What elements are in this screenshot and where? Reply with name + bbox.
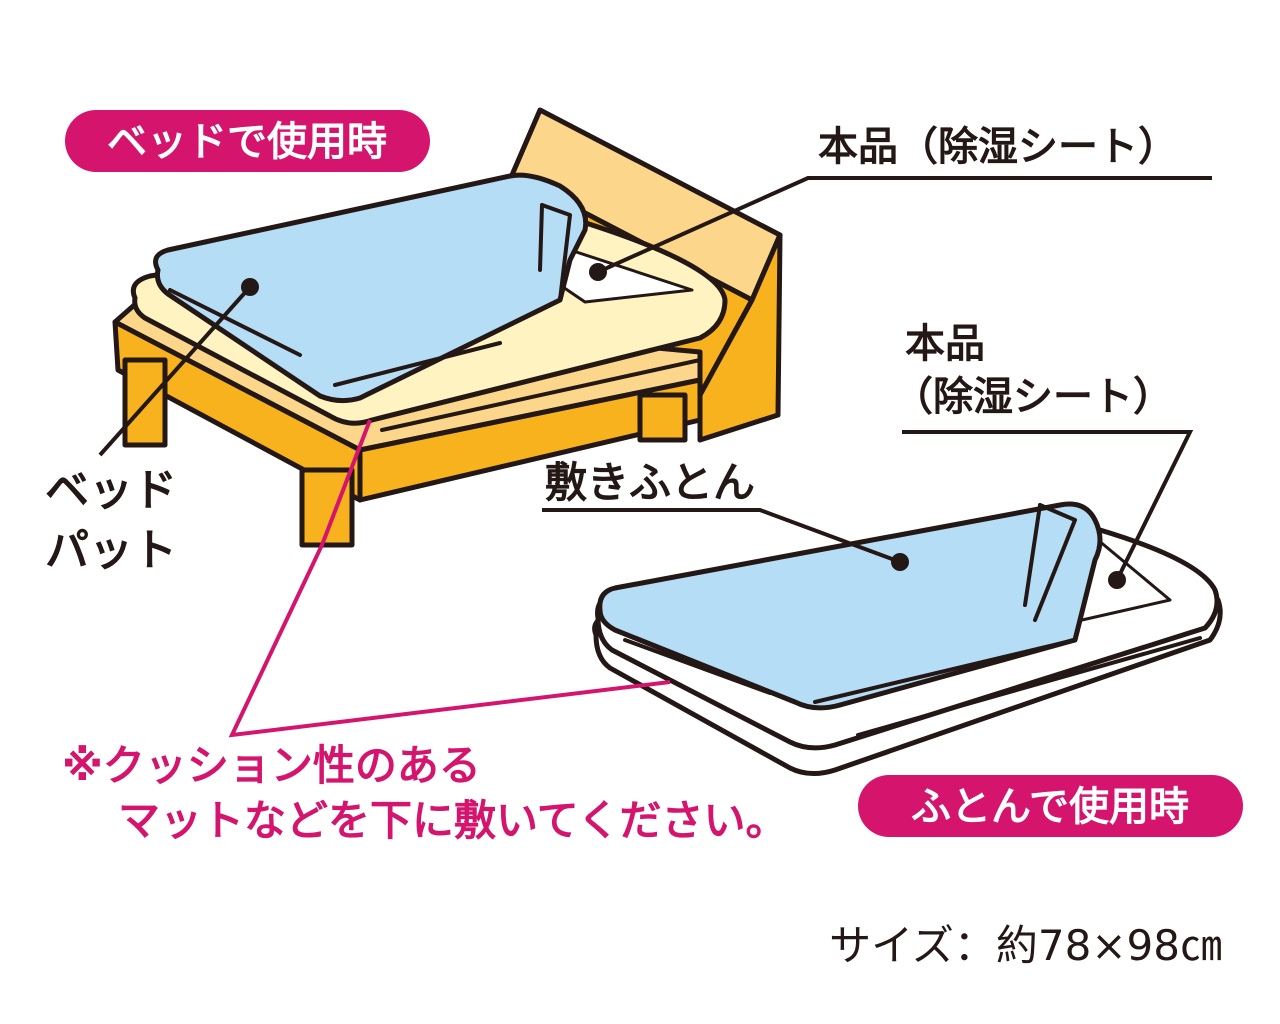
label-shiki-futon: 敷きふとん — [545, 458, 755, 507]
leader-lines — [98, 176, 1212, 581]
bed-illustration — [112, 107, 783, 548]
label-product-futon-line2: （除湿シート） — [893, 374, 1173, 420]
leader-product-futon — [902, 430, 1194, 581]
headboard-side — [697, 232, 783, 443]
note-leader-lines — [228, 419, 671, 738]
leader-dots — [241, 263, 1126, 589]
label-bed-pad-line2: パット — [45, 525, 177, 576]
size-label: サイズ：約78×98㎝ — [829, 921, 1222, 970]
bed-frame-side — [357, 377, 703, 503]
note-line2: マットなどを下に敷いてください。 — [118, 796, 787, 845]
badge-bed-use-text: ベッドで使用時 — [107, 119, 387, 165]
badge-futon-use-text: ふとんで使用時 — [911, 784, 1189, 830]
leader-product-bed — [597, 176, 1212, 274]
bed-sheet-fold — [540, 203, 572, 302]
label-product-bed: 本品（除湿シート） — [818, 124, 1178, 170]
leader-bed-pad — [98, 285, 252, 457]
leader-shiki-futon — [542, 508, 901, 564]
note-line1: ※クッション性のある — [62, 741, 481, 790]
badge-bed-use: ベッドで使用時 — [65, 110, 430, 172]
label-product-futon-line1: 本品 — [905, 321, 985, 367]
futon-sheet-fold — [1033, 503, 1077, 622]
futon-illustration — [592, 501, 1223, 776]
bed-leg-right — [637, 392, 688, 443]
bed-dehumidifying-sheet — [153, 172, 589, 404]
badge-futon-use: ふとんで使用時 — [858, 775, 1243, 837]
label-bed-pad-line1: ベッド — [45, 465, 177, 516]
futon-dehumidifying-sheet — [597, 501, 1103, 711]
